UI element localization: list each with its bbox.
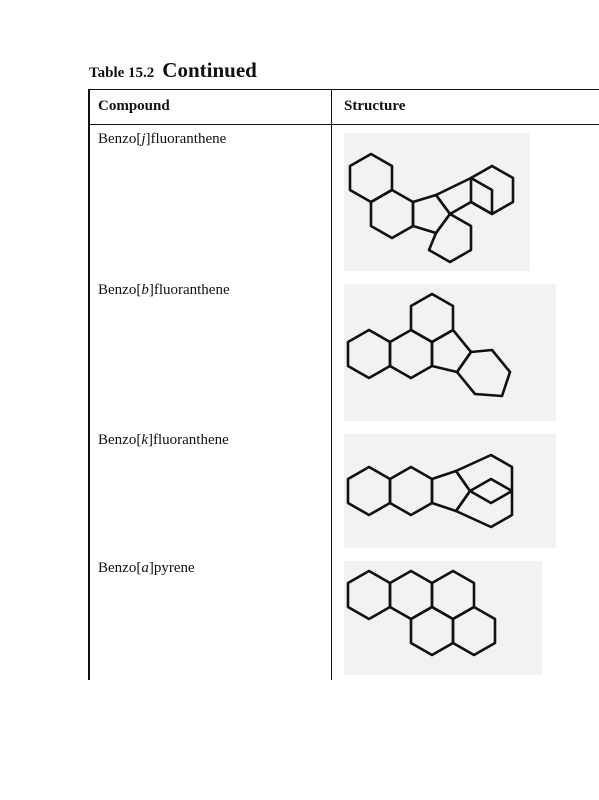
header-compound: Compound	[98, 98, 170, 114]
benzo-j-fluoranthene-structure	[344, 133, 530, 271]
header-structure: Structure	[344, 98, 406, 114]
ring-letter: k	[141, 432, 148, 448]
table-caption: Table 15.2 Continued	[89, 58, 257, 83]
compound-name: Benzo[b]fluoranthene	[98, 282, 230, 298]
ring-letter: b	[141, 282, 149, 298]
compound-table: Compound Structure Benzo[j]fluoranthene …	[88, 89, 599, 680]
benzo-b-fluoranthene-structure	[344, 284, 556, 421]
column-divider	[331, 90, 332, 680]
table-title: Continued	[162, 58, 257, 82]
compound-name: Benzo[k]fluoranthene	[98, 432, 229, 448]
ring-letter: a	[141, 560, 149, 576]
compound-name: Benzo[j]fluoranthene	[98, 131, 227, 147]
benzo-k-fluoranthene-structure	[344, 434, 556, 548]
ring-letter: j	[141, 131, 146, 147]
compound-name: Benzo[a]pyrene	[98, 560, 195, 576]
header-rule	[90, 124, 599, 125]
benzo-a-pyrene-structure	[344, 561, 542, 675]
table-number: Table 15.2	[89, 65, 155, 81]
